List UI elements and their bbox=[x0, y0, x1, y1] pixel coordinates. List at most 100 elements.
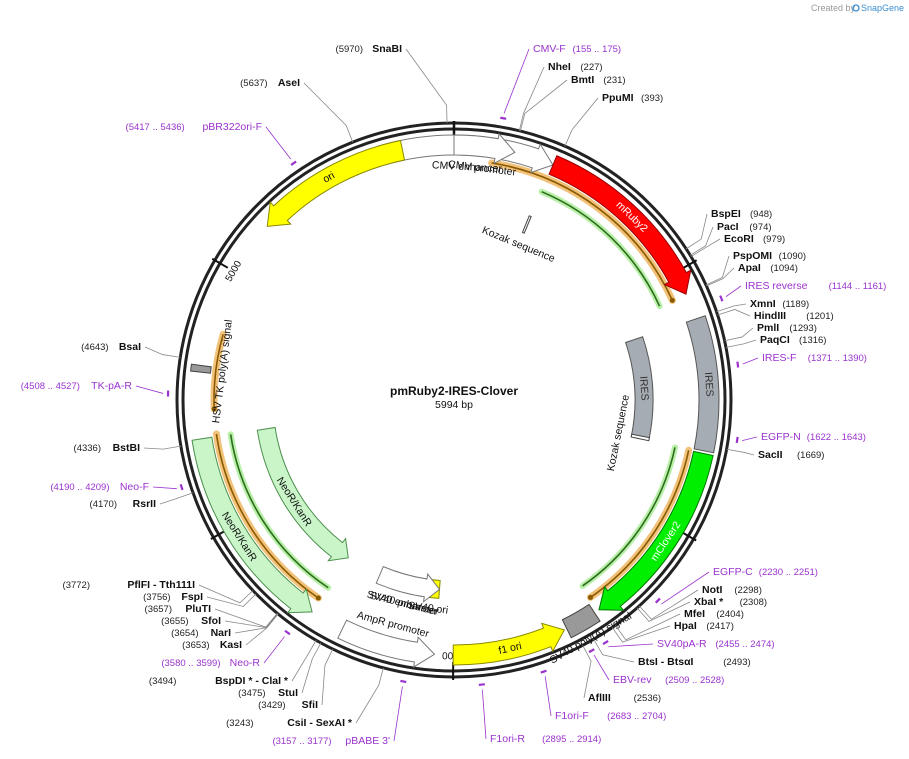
enzyme-xmni[interactable]: XmnI(1189) bbox=[716, 298, 810, 313]
enzyme-position: (3654) bbox=[171, 628, 198, 639]
enzyme-pmli[interactable]: PmlI(1293) bbox=[724, 322, 817, 342]
primer-position: (2683 .. 2704) bbox=[607, 711, 666, 722]
enzyme-leader bbox=[725, 339, 757, 348]
primer-layer: CMV-F(155 .. 175) pBR322ori-F(5417 .. 543… bbox=[21, 43, 887, 747]
enzyme-position: (1189) bbox=[782, 299, 809, 310]
enzyme-position: (3494) bbox=[149, 676, 176, 687]
primer-f1ori-r[interactable]: F1ori-R(2895 .. 2914) bbox=[478, 683, 601, 745]
enzyme-csii-sexai-[interactable]: CsiI - SexAI *(3243) bbox=[226, 667, 384, 729]
feature-label: SV40 ori bbox=[407, 600, 448, 617]
primer-leader bbox=[742, 436, 758, 441]
orf-arrow-tip bbox=[669, 297, 675, 303]
primer-mark bbox=[478, 683, 485, 687]
tick-label: 5000 bbox=[224, 259, 245, 284]
enzyme-bsai[interactable]: BsaI(4643) bbox=[81, 341, 181, 358]
enzyme-leader bbox=[518, 66, 545, 131]
primer-position: (4508 .. 4527) bbox=[21, 381, 80, 392]
primer-egfp-c[interactable]: EGFP-C(2230 .. 2251) bbox=[654, 566, 818, 605]
enzyme-stui[interactable]: StuI(3475) bbox=[238, 642, 322, 699]
enzyme-nhei[interactable]: NheI(227) bbox=[518, 61, 603, 131]
primer-tk-pa-r[interactable]: TK-pA-R(4508 .. 4527) bbox=[21, 380, 170, 397]
primer-name: EGFP-N bbox=[761, 431, 801, 443]
primer-mark bbox=[602, 639, 609, 646]
enzyme-leader bbox=[355, 667, 384, 724]
enzyme-bstbi[interactable]: BstBI(4336) bbox=[74, 442, 181, 454]
enzyme-hpai[interactable]: HpaI(2417) bbox=[611, 620, 734, 643]
enzyme-ppumi[interactable]: PpuMI(393) bbox=[564, 92, 663, 147]
primer-leader bbox=[661, 571, 710, 605]
enzyme-position: (1316) bbox=[799, 335, 826, 346]
enzyme-mfei[interactable]: MfeI(2404) bbox=[614, 608, 744, 641]
enzyme-sacii[interactable]: SacII(1669) bbox=[726, 448, 825, 461]
primer-sv40pa-r[interactable]: SV40pA-R(2455 .. 2474) bbox=[602, 638, 775, 650]
enzyme-fspi[interactable]: FspI(3756) bbox=[143, 591, 257, 607]
primer-ebv-rev[interactable]: EBV-rev(2509 .. 2528) bbox=[588, 648, 724, 686]
primer-pbr322ori-f[interactable]: pBR322ori-F(5417 .. 5436) bbox=[126, 121, 297, 166]
plasmid-title: pmRuby2-IRES-Clover 5994 bp bbox=[390, 384, 518, 411]
primer-mark bbox=[400, 679, 407, 684]
enzyme-sfii[interactable]: SfiI(3429) bbox=[258, 648, 334, 711]
enzyme-leader bbox=[143, 445, 181, 450]
enzyme-bspdi-clai-[interactable]: BspDI * - ClaI *(3494) bbox=[149, 640, 317, 687]
feature-arrow bbox=[598, 450, 714, 611]
feature-label: Kozak sequence bbox=[605, 394, 632, 473]
enzyme-kasi[interactable]: KasI(3653) bbox=[182, 613, 279, 651]
primer-name: IRES-F bbox=[762, 352, 796, 364]
enzyme-leader bbox=[301, 642, 322, 694]
enzyme-apai[interactable]: ApaI(1094) bbox=[706, 262, 798, 287]
primer-cmv-f[interactable]: CMV-F(155 .. 175) bbox=[500, 43, 621, 120]
enzyme-noti[interactable]: NotI(2298) bbox=[638, 584, 762, 620]
enzyme-position: (393) bbox=[641, 93, 663, 104]
primer-mark bbox=[654, 597, 661, 604]
primer-leader bbox=[593, 654, 610, 681]
enzyme-name: BsaI bbox=[119, 341, 141, 353]
primer-position: (2455 .. 2474) bbox=[715, 639, 774, 650]
enzyme-name: ApaI bbox=[738, 262, 761, 274]
enzyme-pflfi-tth111i[interactable]: PflFI - Tth111I(3772) bbox=[63, 579, 254, 604]
enzyme-name: PaqCI bbox=[760, 334, 790, 346]
primer-position: (2509 .. 2528) bbox=[665, 675, 724, 686]
enzyme-btsi-bts-i[interactable]: BtsI - BtsαI(2493) bbox=[593, 639, 751, 668]
feature-arrow bbox=[453, 132, 516, 165]
enzyme-leader bbox=[726, 448, 755, 456]
primer-f1ori-f[interactable]: F1ori-F(2683 .. 2704) bbox=[540, 669, 667, 722]
primer-pbabe-3-[interactable]: pBABE 3'(3157 .. 3177) bbox=[272, 679, 407, 747]
enzyme-hindiii[interactable]: HindIII(1201) bbox=[717, 309, 834, 322]
snapgene-logo-icon bbox=[852, 4, 860, 12]
snapgene-credit: Created by SnapGene bbox=[811, 3, 904, 13]
enzyme-paci[interactable]: PacI(974) bbox=[689, 221, 772, 256]
enzyme-bspei[interactable]: BspEI(948) bbox=[685, 208, 772, 250]
credit-brand: SnapGene bbox=[861, 3, 904, 13]
enzyme-pspomi[interactable]: PspOMI(1090) bbox=[705, 250, 806, 286]
enzyme-ecori[interactable]: EcoRI(979) bbox=[690, 233, 785, 257]
enzyme-bmti[interactable]: BmtI(231) bbox=[520, 74, 626, 132]
feature-neor-kanr: NeoR/KanR bbox=[256, 426, 349, 562]
enzyme-paqci[interactable]: PaqCI (1316) bbox=[725, 334, 827, 348]
primer-ires-f[interactable]: IRES-F(1371 .. 1390) bbox=[736, 352, 867, 368]
enzyme-afliii[interactable]: AflIII(2536) bbox=[582, 645, 661, 704]
feature-f1-ori: f1 ori bbox=[452, 622, 566, 666]
primer-mark bbox=[500, 116, 507, 120]
enzyme-leader bbox=[611, 625, 671, 643]
enzyme-name: PacI bbox=[717, 221, 739, 233]
enzyme-leader bbox=[706, 267, 735, 287]
primer-ires-reverse[interactable]: IRES reverse(1144 .. 1161) bbox=[719, 280, 886, 302]
enzyme-name: NheI bbox=[548, 61, 571, 73]
enzyme-snabi[interactable]: SnaBI(5970) bbox=[336, 43, 448, 124]
primer-mark bbox=[736, 361, 740, 368]
primer-egfp-n[interactable]: EGFP-N(1622 .. 1643) bbox=[735, 431, 866, 444]
enzyme-asei[interactable]: AseI(5637) bbox=[240, 77, 354, 143]
plasmid-size: 5994 bp bbox=[435, 399, 473, 411]
primer-mark bbox=[588, 648, 595, 654]
enzyme-name: BmtI bbox=[571, 74, 594, 86]
enzyme-position: (2493) bbox=[723, 657, 750, 668]
primer-leader bbox=[135, 385, 164, 394]
feature-arrow bbox=[521, 215, 532, 234]
primer-neo-r[interactable]: Neo-R(3580 .. 3599) bbox=[161, 629, 291, 669]
enzyme-rsrii[interactable]: RsrII(4170) bbox=[90, 492, 194, 510]
primer-neo-f[interactable]: Neo-F(4190 .. 4209) bbox=[50, 481, 184, 493]
enzyme-xbai-[interactable]: XbaI *(2308) bbox=[636, 596, 767, 622]
cds-center-line bbox=[229, 434, 329, 589]
enzyme-position: (2417) bbox=[706, 621, 733, 632]
